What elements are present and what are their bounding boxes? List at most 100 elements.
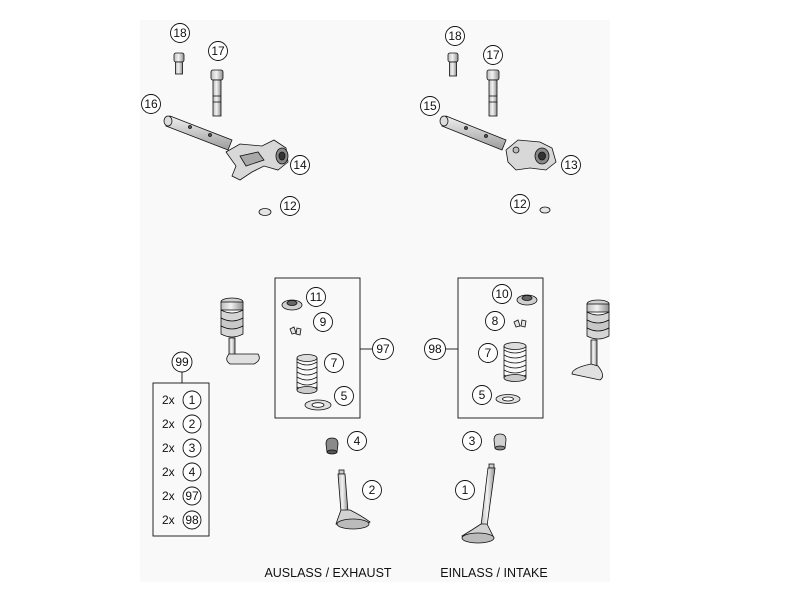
svg-text:98: 98 bbox=[428, 342, 442, 356]
svg-text:5: 5 bbox=[479, 388, 486, 402]
callout-4: 4 bbox=[347, 431, 367, 451]
callout-12-left: 12 bbox=[280, 196, 300, 216]
part-17-bolt-right bbox=[486, 69, 500, 117]
callout-10: 10 bbox=[492, 284, 512, 304]
part-11-spring-retainer bbox=[281, 299, 303, 311]
svg-text:7: 7 bbox=[331, 356, 338, 370]
kit-list-part: 3 bbox=[189, 441, 196, 455]
callout-97: 97 bbox=[372, 338, 394, 360]
part-17-bolt-left bbox=[210, 69, 224, 117]
callout-2: 2 bbox=[362, 480, 382, 500]
svg-text:10: 10 bbox=[495, 287, 509, 301]
callout-bubbles: 18 17 16 14 12 18 17 15 13 12 11 9 7 5 9… bbox=[141, 23, 581, 500]
part-18-screw-right bbox=[447, 52, 459, 77]
part-12-pad-left bbox=[258, 208, 272, 216]
kit-list-item: 2x 3 bbox=[162, 438, 202, 458]
kit-list-item: 2x 2 bbox=[162, 414, 202, 434]
kit-list-part: 98 bbox=[185, 513, 199, 527]
svg-text:3: 3 bbox=[469, 434, 476, 448]
kit-list-part: 4 bbox=[189, 465, 196, 479]
kit-list-part: 2 bbox=[189, 417, 196, 431]
callout-1: 1 bbox=[455, 480, 475, 500]
svg-text:97: 97 bbox=[376, 342, 390, 356]
part-3-valve-stem-seal bbox=[493, 433, 507, 451]
svg-text:16: 16 bbox=[144, 97, 158, 111]
kit-list-item: 2x 1 bbox=[162, 390, 202, 410]
callout-5-left: 5 bbox=[334, 386, 354, 406]
part-8-valve-keys bbox=[513, 319, 527, 328]
kit-list-qty: 2x bbox=[162, 441, 175, 455]
part-7-valve-spring-right bbox=[503, 342, 527, 382]
caption-exhaust: AUSLASS / EXHAUST bbox=[264, 566, 391, 580]
part-5-spring-seat-right bbox=[495, 394, 521, 404]
kit-98-frame bbox=[457, 277, 544, 419]
svg-text:17: 17 bbox=[211, 44, 225, 58]
kit-list-item: 2x 97 bbox=[162, 486, 202, 506]
kit-list-part: 1 bbox=[189, 393, 196, 407]
assembled-valve-intake bbox=[571, 299, 610, 381]
svg-text:99: 99 bbox=[175, 355, 189, 369]
kit-99-frame bbox=[152, 382, 210, 537]
kit-list-part: 97 bbox=[185, 489, 199, 503]
callout-9: 9 bbox=[313, 312, 333, 332]
svg-text:9: 9 bbox=[320, 315, 327, 329]
rocker-assembly-intake bbox=[439, 52, 557, 214]
part-1-intake-valve bbox=[461, 463, 496, 544]
svg-text:1: 1 bbox=[462, 483, 469, 497]
part-12-pad-right bbox=[539, 206, 551, 214]
kit-list-qty: 2x bbox=[162, 513, 175, 527]
kit-list-item: 2x 4 bbox=[162, 462, 202, 482]
part-9-valve-keys bbox=[289, 326, 302, 336]
bottom-parts bbox=[325, 433, 507, 544]
callout-13: 13 bbox=[561, 155, 581, 175]
svg-text:13: 13 bbox=[564, 158, 578, 172]
svg-text:2: 2 bbox=[369, 483, 376, 497]
part-4-valve-stem-seal bbox=[325, 437, 339, 455]
kit-97-parts bbox=[281, 299, 332, 411]
callout-7-left: 7 bbox=[324, 353, 344, 373]
svg-text:18: 18 bbox=[448, 29, 462, 43]
kit-97-frame bbox=[274, 277, 361, 419]
callout-17-right: 17 bbox=[483, 45, 503, 65]
svg-text:18: 18 bbox=[173, 26, 187, 40]
callout-3: 3 bbox=[462, 431, 482, 451]
svg-text:11: 11 bbox=[310, 290, 323, 304]
part-16-rocker-shaft bbox=[163, 115, 233, 151]
kit-99-list: 2x 1 2x 2 2x 3 2x 4 2x 97 2x 98 bbox=[162, 390, 202, 530]
part-14-rocker-arm bbox=[225, 139, 289, 181]
callout-7-right: 7 bbox=[478, 343, 498, 363]
svg-text:12: 12 bbox=[283, 199, 297, 213]
callout-8: 8 bbox=[485, 311, 505, 331]
caption-intake: EINLASS / INTAKE bbox=[440, 566, 547, 580]
part-2-exhaust-valve bbox=[335, 469, 371, 530]
callout-16: 16 bbox=[141, 94, 161, 114]
part-7-valve-spring-left bbox=[296, 354, 318, 394]
kit-list-qty: 2x bbox=[162, 417, 175, 431]
callout-14: 14 bbox=[290, 155, 310, 175]
svg-text:8: 8 bbox=[492, 314, 499, 328]
callout-99: 99 bbox=[171, 351, 193, 373]
part-5-spring-seat-left bbox=[304, 399, 332, 411]
assembled-valve-exhaust bbox=[220, 297, 260, 365]
part-15-rocker-shaft bbox=[439, 115, 507, 151]
kit-list-qty: 2x bbox=[162, 393, 175, 407]
callout-15: 15 bbox=[420, 96, 440, 116]
callout-12-right: 12 bbox=[510, 194, 530, 214]
callout-18-left: 18 bbox=[170, 23, 190, 43]
callout-18-right: 18 bbox=[445, 26, 465, 46]
kit-list-item: 2x 98 bbox=[162, 510, 202, 530]
callout-11: 11 bbox=[306, 287, 326, 307]
kit-98-parts bbox=[495, 294, 538, 404]
svg-text:7: 7 bbox=[485, 346, 492, 360]
svg-text:17: 17 bbox=[486, 48, 500, 62]
callout-5-right: 5 bbox=[472, 385, 492, 405]
svg-text:4: 4 bbox=[354, 434, 361, 448]
part-18-screw-left bbox=[173, 52, 185, 75]
callout-98: 98 bbox=[424, 338, 446, 360]
rocker-assembly-exhaust bbox=[163, 52, 289, 216]
part-10-spring-retainer bbox=[516, 294, 538, 306]
part-13-rocker-arm bbox=[505, 139, 557, 171]
svg-text:15: 15 bbox=[423, 99, 437, 113]
